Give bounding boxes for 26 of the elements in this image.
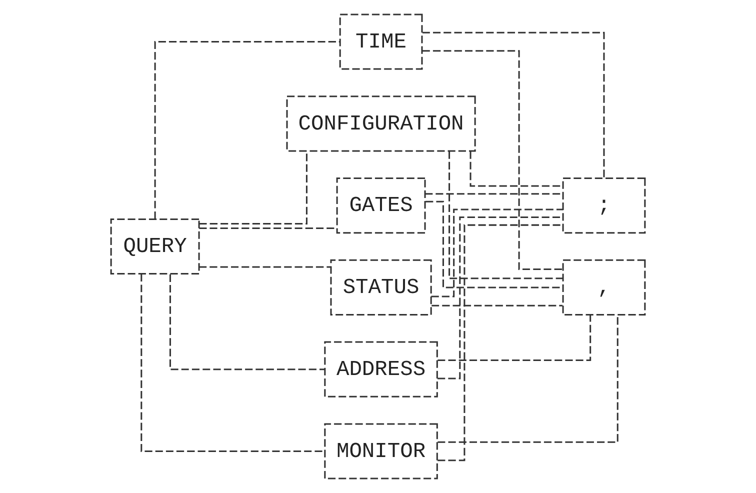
connector xyxy=(199,266,331,268)
connector xyxy=(431,208,563,298)
node-box: STATUS xyxy=(330,259,432,316)
node-box: MONITOR xyxy=(324,423,438,480)
connector xyxy=(140,274,325,452)
connector xyxy=(438,314,592,361)
connector xyxy=(422,50,563,270)
connector xyxy=(426,200,563,288)
node-box: ; xyxy=(562,178,646,234)
connector xyxy=(432,304,563,306)
node-box: QUERY xyxy=(110,218,200,275)
connector xyxy=(438,224,563,462)
connector xyxy=(438,216,563,380)
connector xyxy=(425,193,562,195)
connector xyxy=(422,32,605,178)
node-box: ADDRESS xyxy=(324,341,438,398)
node-box: CONFIGURATION xyxy=(286,96,476,152)
connector xyxy=(448,151,563,280)
node-box: GATES xyxy=(336,178,426,234)
node-box: TIME xyxy=(339,14,423,70)
connector xyxy=(169,274,325,370)
connector xyxy=(154,41,340,219)
connector xyxy=(199,151,308,224)
connector xyxy=(470,151,562,187)
node-box: , xyxy=(562,259,646,316)
connector xyxy=(438,315,618,443)
